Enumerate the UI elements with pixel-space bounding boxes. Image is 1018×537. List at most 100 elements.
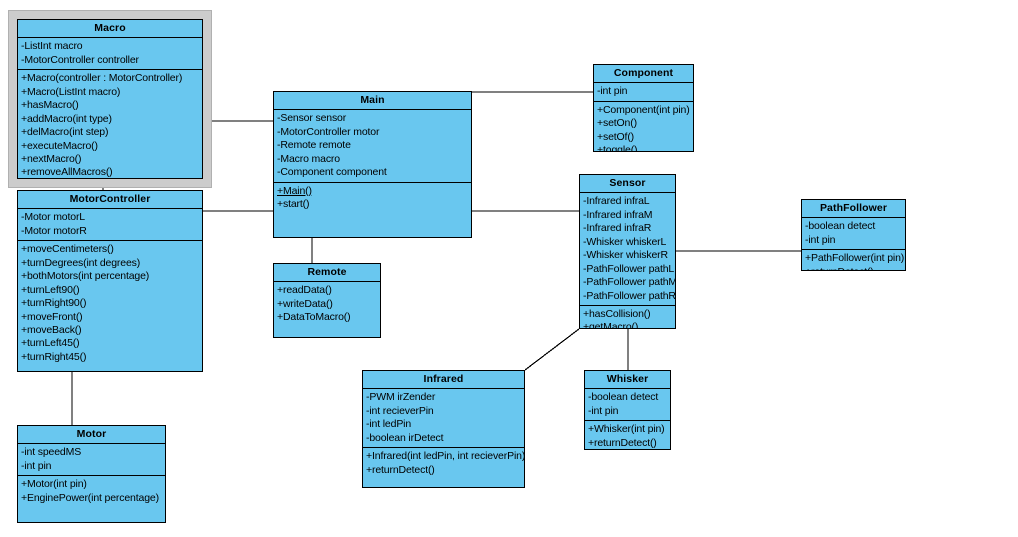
- operation-row: +returnDetect(): [366, 463, 435, 476]
- attribute-row: -int pin: [597, 85, 628, 98]
- attribute-row: -boolean detect: [588, 391, 659, 404]
- class-name-whisker: Whisker: [585, 371, 670, 390]
- attribute-row: -Macro macro: [277, 152, 340, 165]
- attribute-row: -int pin: [21, 459, 52, 472]
- attributes-section-infrared: -PWM irZender-int recieverPin-int ledPin…: [363, 389, 524, 449]
- operation-row: +EnginePower(int percentage): [21, 491, 159, 504]
- attributes-section-sensor: -Infrared infraL-Infrared infraM-Infrare…: [580, 193, 675, 306]
- operations-section-whisker: +Whisker(int pin)+returnDetect(): [585, 421, 670, 449]
- attribute-row: -MotorController controller: [21, 53, 139, 66]
- class-name-remote: Remote: [274, 264, 380, 283]
- attribute-row: -MotorController motor: [277, 125, 380, 138]
- operation-row: +turnLeft90(): [21, 283, 80, 296]
- attribute-row: -PathFollower pathR: [583, 289, 676, 302]
- attributes-section-motor: -int speedMS-int pin: [18, 444, 165, 477]
- operations-section-macro: +Macro(controller : MotorController)+Mac…: [18, 70, 202, 179]
- operation-row: +executeMacro(): [21, 139, 98, 152]
- class-box-motor[interactable]: Motor-int speedMS-int pin+Motor(int pin)…: [17, 425, 166, 523]
- attributes-section-motorcontroller: -Motor motorL-Motor motorR: [18, 209, 202, 242]
- class-box-pathfollower[interactable]: PathFollower-boolean detect-int pin+Path…: [801, 199, 906, 271]
- attribute-row: -boolean detect: [805, 220, 876, 233]
- operation-row: +setOf(): [597, 130, 635, 143]
- attribute-row: -ListInt macro: [21, 40, 83, 53]
- operations-section-sensor: +hasCollision()+getMacro(): [580, 306, 675, 329]
- operation-row: +returnDetect(): [588, 436, 657, 449]
- operation-row: +Component(int pin): [597, 103, 690, 116]
- class-box-sensor[interactable]: Sensor-Infrared infraL-Infrared infraM-I…: [579, 174, 676, 329]
- operations-section-remote: +readData()+writeData()+DataToMacro(): [274, 282, 380, 326]
- class-box-remote[interactable]: Remote+readData()+writeData()+DataToMacr…: [273, 263, 381, 338]
- class-name-main: Main: [274, 92, 471, 111]
- attribute-row: -Motor motorR: [21, 224, 87, 237]
- operation-row: +Macro(controller : MotorController): [21, 72, 183, 85]
- operations-section-motor: +Motor(int pin)+EnginePower(int percenta…: [18, 476, 165, 507]
- operation-row: +turnLeft45(): [21, 337, 80, 350]
- operation-row: +Infrared(int ledPin, int recieverPin): [366, 450, 525, 463]
- attribute-row: -PathFollower pathL: [583, 262, 675, 275]
- class-box-macro[interactable]: Macro-ListInt macro-MotorController cont…: [17, 19, 203, 179]
- class-name-pathfollower: PathFollower: [802, 200, 905, 219]
- operations-section-main: +Main()+start(): [274, 183, 471, 214]
- operation-row: +returnDetect(): [804, 266, 904, 270]
- operation-row: +Macro(ListInt macro): [21, 85, 121, 98]
- attribute-row: -int pin: [588, 404, 619, 417]
- operation-row: +bothMotors(int percentage): [21, 270, 150, 283]
- class-box-component[interactable]: Component-int pin+Component(int pin)+set…: [593, 64, 694, 152]
- operation-row: +moveCentimeters(): [21, 243, 114, 256]
- class-box-motorcontroller[interactable]: MotorController-Motor motorL-Motor motor…: [17, 190, 203, 372]
- class-name-motor: Motor: [18, 426, 165, 445]
- class-name-motorcontroller: MotorController: [18, 191, 202, 210]
- operation-row: +addMacro(int type): [21, 112, 112, 125]
- operation-row: +setOn(): [597, 117, 637, 130]
- operation-row: +turnRight45(): [21, 350, 87, 363]
- class-name-macro: Macro: [18, 20, 202, 39]
- attribute-row: -Remote remote: [277, 139, 351, 152]
- attribute-row: -Motor motorL: [21, 211, 85, 224]
- attribute-row: -Infrared infraR: [583, 222, 652, 235]
- operation-row: +DataToMacro(): [277, 311, 351, 324]
- operation-row: +moveFront(): [21, 310, 83, 323]
- attribute-row: -Whisker whiskerR: [583, 249, 668, 262]
- operation-row: +moveBack(): [21, 323, 82, 336]
- class-name-component: Component: [594, 65, 693, 84]
- operation-row: +hasCollision(): [583, 307, 651, 320]
- attribute-row: -int pin: [805, 233, 836, 246]
- operations-section-motorcontroller: +moveCentimeters()+turnDegrees(int degre…: [18, 241, 202, 366]
- attribute-row: -PWM irZender: [366, 391, 436, 404]
- operation-row: +getMacro(): [583, 321, 639, 329]
- operation-row: +start(): [277, 198, 310, 211]
- operation-row: +toggle(): [597, 144, 638, 152]
- class-box-whisker[interactable]: Whisker-boolean detect-int pin+Whisker(i…: [584, 370, 671, 450]
- attribute-row: -int speedMS: [21, 446, 82, 459]
- attribute-row: -PathFollower pathM: [583, 276, 676, 289]
- attribute-row: -boolean irDetect: [366, 431, 444, 444]
- attribute-row: -int recieverPin: [366, 404, 434, 417]
- operation-row: +turnRight90(): [21, 297, 87, 310]
- attribute-row: -int ledPin: [366, 418, 412, 431]
- edge-sensor-infrared[interactable]: [524, 328, 580, 371]
- operation-row: +Main(): [277, 184, 312, 197]
- attributes-section-whisker: -boolean detect-int pin: [585, 389, 670, 422]
- operation-row: +readData(): [277, 284, 332, 297]
- operations-section-pathfollower: +PathFollower(int pin)+returnDetect(): [802, 250, 905, 270]
- class-box-main[interactable]: Main-Sensor sensor-MotorController motor…: [273, 91, 472, 238]
- class-name-sensor: Sensor: [580, 175, 675, 194]
- operation-row: +Motor(int pin): [21, 478, 87, 491]
- operation-row: +removeAllMacros(): [21, 166, 113, 179]
- attribute-row: -Infrared infraM: [583, 208, 653, 221]
- operations-section-component: +Component(int pin)+setOn()+setOf()+togg…: [594, 102, 693, 152]
- attributes-section-component: -int pin: [594, 83, 693, 102]
- operation-row: +delMacro(int step): [21, 126, 109, 139]
- class-box-infrared[interactable]: Infrared-PWM irZender-int recieverPin-in…: [362, 370, 525, 488]
- operation-row: +PathFollower(int pin): [805, 252, 905, 265]
- operation-row: +writeData(): [277, 297, 333, 310]
- operation-row: +nextMacro(): [21, 152, 82, 165]
- attributes-section-pathfollower: -boolean detect-int pin: [802, 218, 905, 251]
- operations-section-infrared: +Infrared(int ledPin, int recieverPin)+r…: [363, 448, 524, 479]
- attribute-row: -Infrared infraL: [583, 195, 650, 208]
- attribute-row: -Whisker whiskerL: [583, 235, 667, 248]
- attributes-section-main: -Sensor sensor-MotorController motor-Rem…: [274, 110, 471, 183]
- attributes-section-macro: -ListInt macro-MotorController controlle…: [18, 38, 202, 71]
- class-name-infrared: Infrared: [363, 371, 524, 390]
